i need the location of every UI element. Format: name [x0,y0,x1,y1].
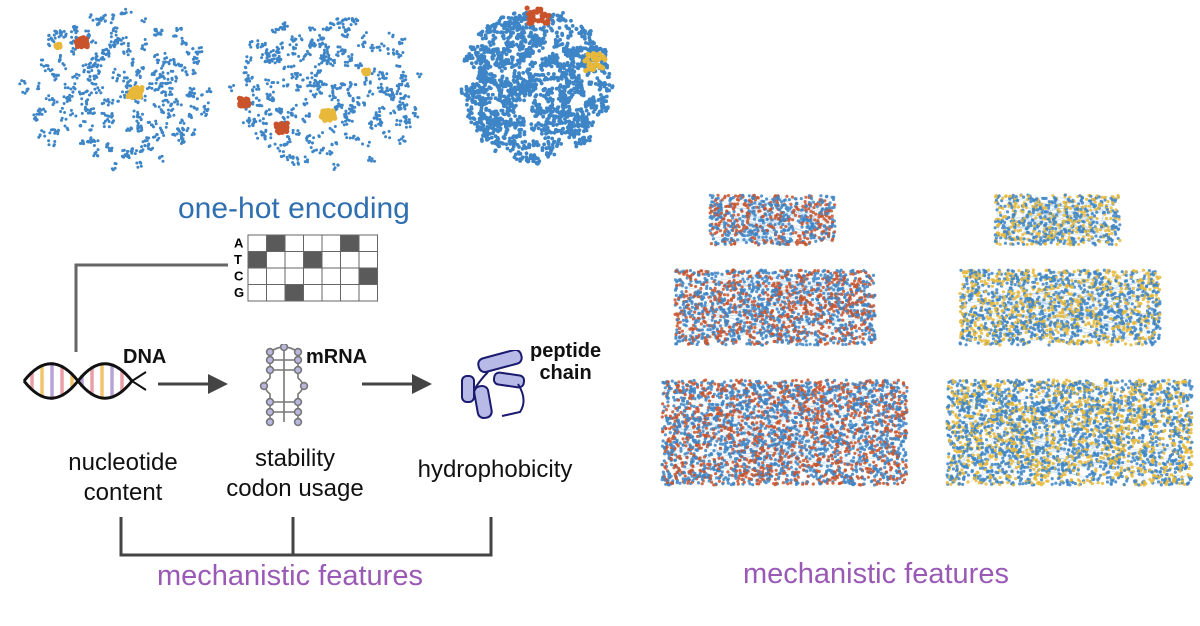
arrow-dna-to-mrna [158,374,228,394]
stability-line2: codon usage [226,475,364,502]
row-label-G: G [234,285,244,300]
dna-to-matrix-connector [74,263,228,352]
graph-panel-red [660,193,909,487]
dna-label: DNA [123,346,167,368]
arrow-mrna-to-peptide [362,374,432,394]
hydrophobicity-label: hydrophobicity [417,456,573,483]
embedding-scatter-panels [18,5,615,172]
graph-panel-gold [945,193,1194,487]
scatter-cloud-3 [459,5,615,166]
peptide-chain-label: peptide chain [530,340,601,384]
mrna-label: mRNA [306,346,368,368]
scatter-cloud-1 [18,7,213,172]
stability-codon-usage-label: stability codon usage [200,444,390,504]
row-label-T: T [234,252,242,267]
nucleotide-line1: nucleotide [68,449,178,476]
mechanistic-features-caption-right: mechanistic features [743,558,1009,590]
stability-line1: stability [254,445,336,472]
onehot-encoding-title: one-hot encoding [178,192,410,225]
mrna-structure-icon [259,344,309,427]
row-label-A: A [234,236,244,251]
nucleotide-content-label: nucleotide content [18,448,228,508]
onehot-matrix [247,234,378,302]
mechanistic-features-caption-left: mechanistic features [157,560,423,592]
scatter-cloud-2 [228,17,423,171]
peptide-chain-icon [461,350,526,420]
dna-helix-icon [22,362,147,400]
row-label-C: C [234,269,244,284]
nucleotide-line2: content [83,479,163,506]
feature-graph-panels [660,193,1194,487]
features-bracket [119,517,493,557]
peptide-label-line1: peptide [530,340,602,362]
peptide-label-line2: chain [539,362,592,384]
